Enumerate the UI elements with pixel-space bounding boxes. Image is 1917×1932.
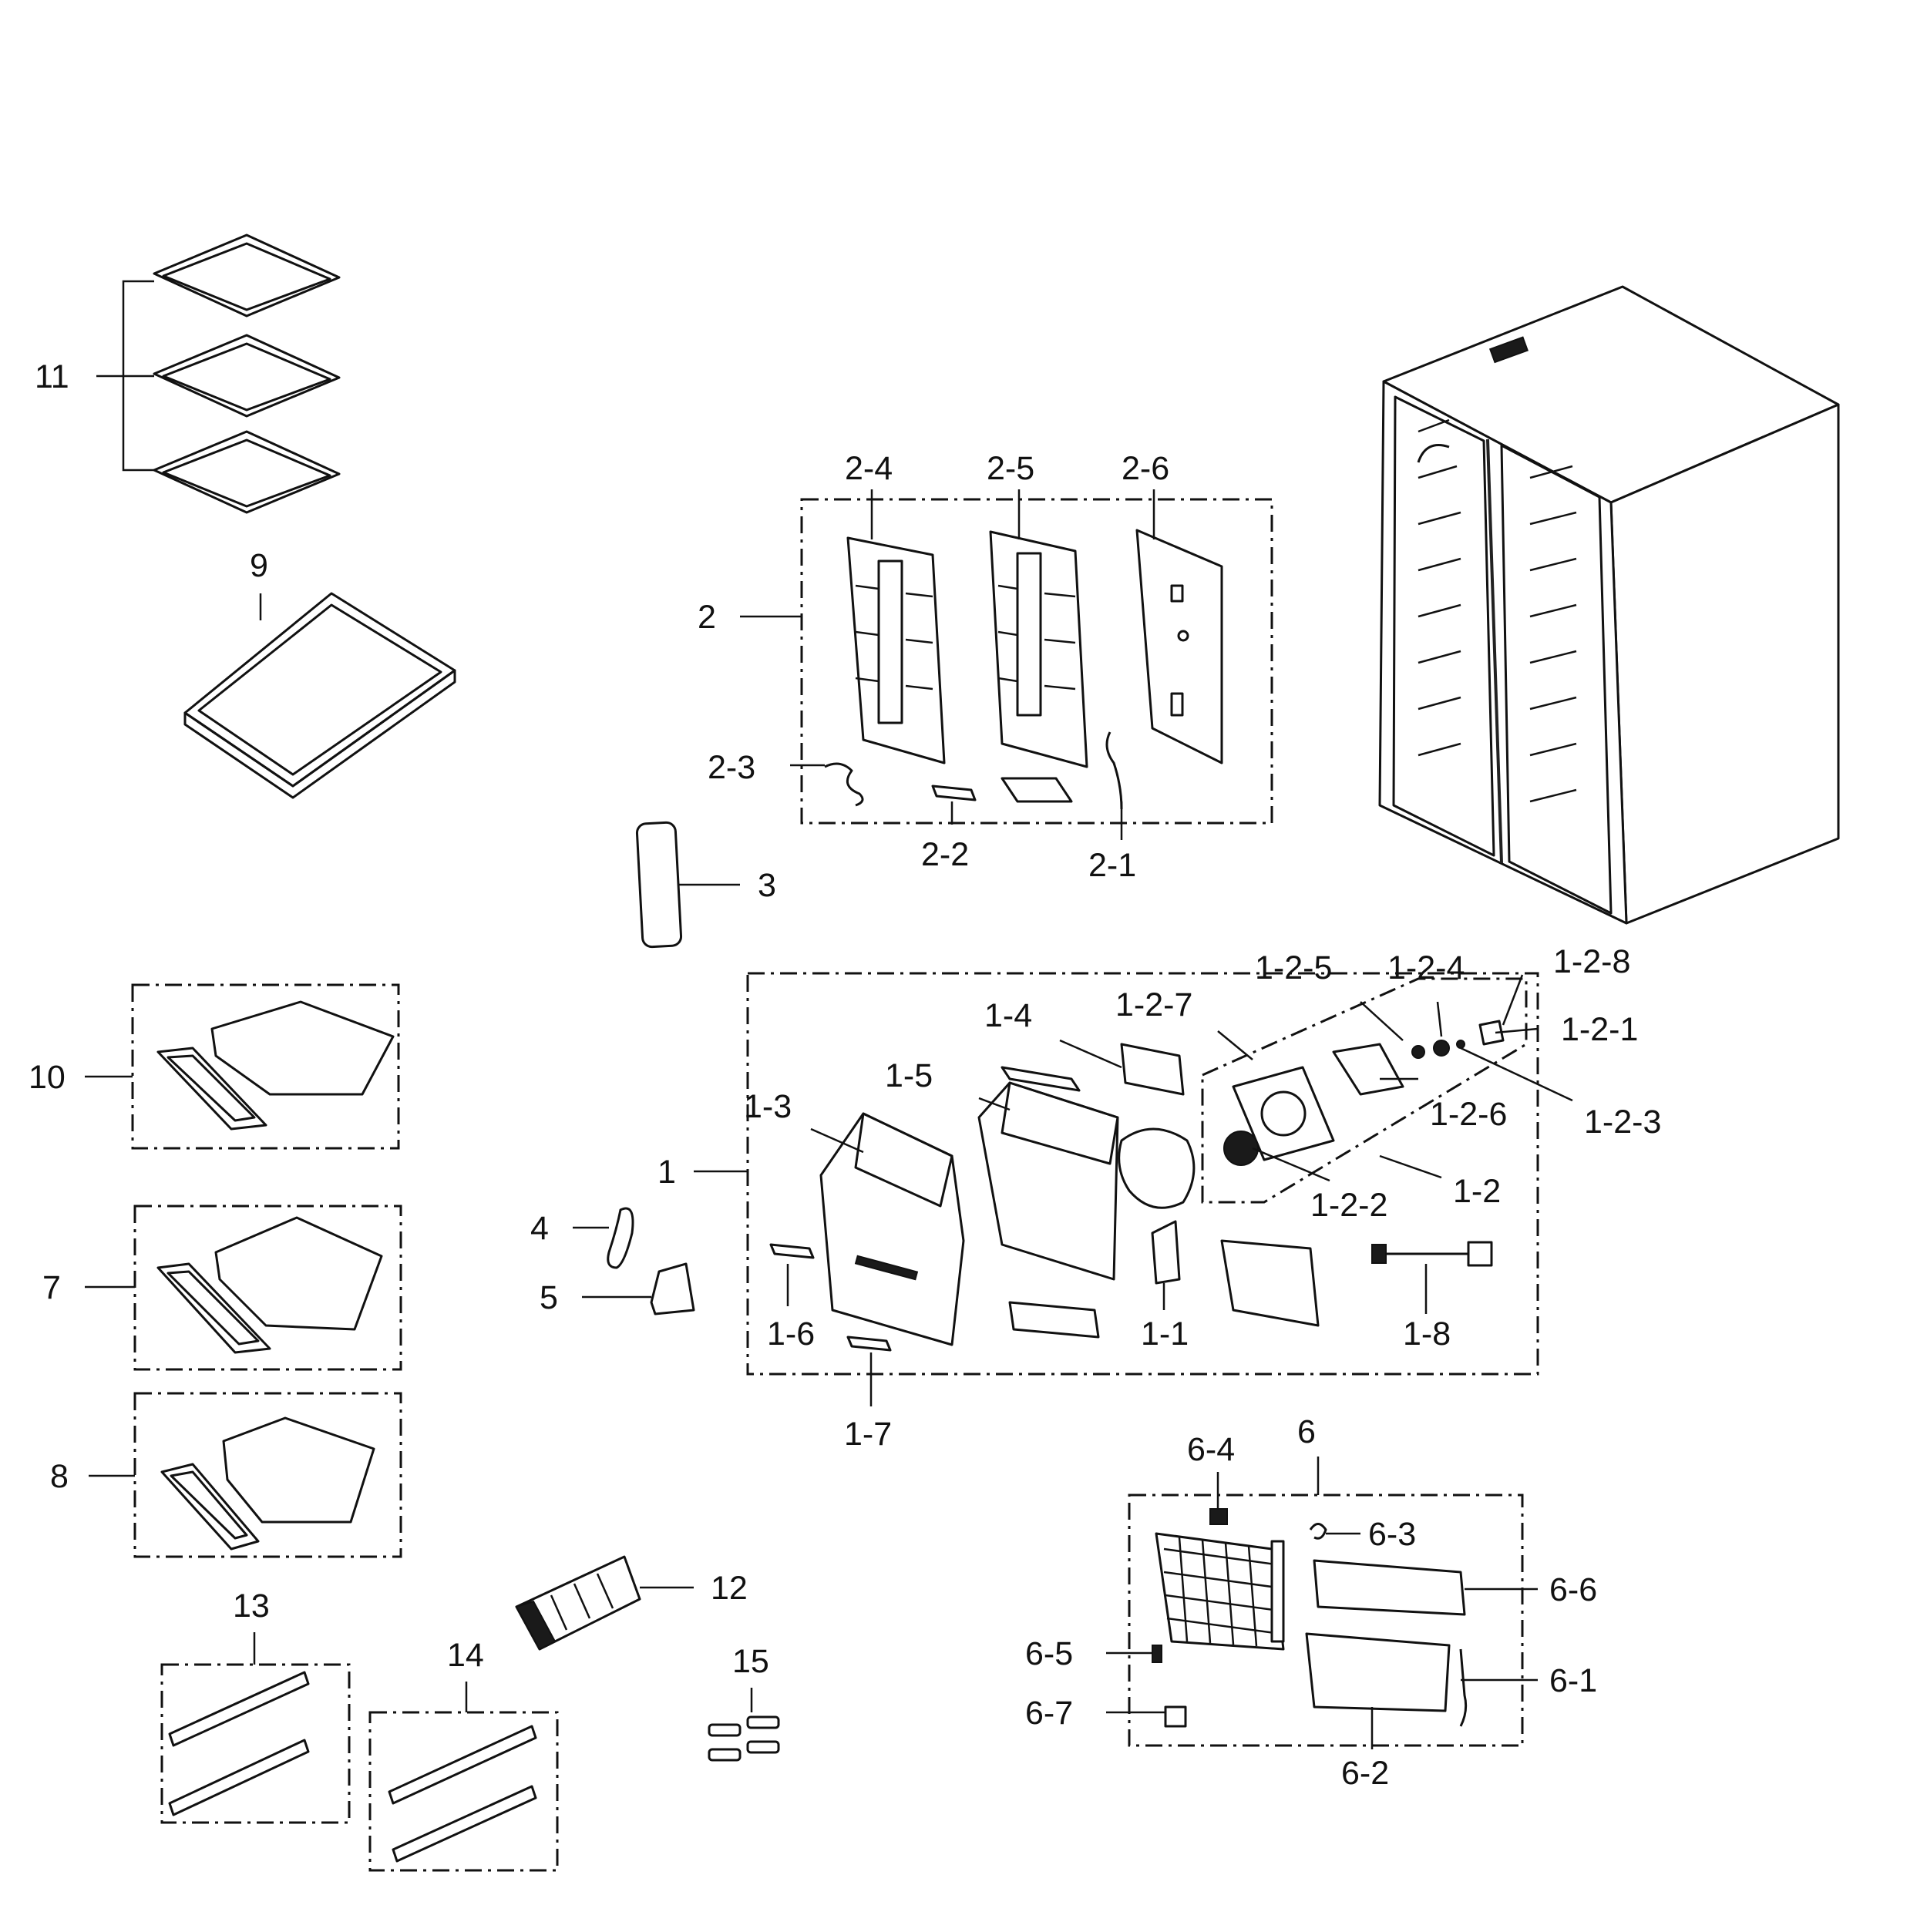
bracket-1-1 — [1151, 1220, 1181, 1285]
rail-13a — [168, 1671, 310, 1747]
fan-housing-1-5 — [977, 1081, 1119, 1281]
callout-1-2-1: 1-2-1 — [1561, 1011, 1638, 1048]
group-1-box — [746, 972, 1539, 1376]
callout-1-2-3: 1-2-3 — [1584, 1104, 1661, 1141]
clip-6-3 — [1309, 1523, 1327, 1540]
leaders-group-6 — [1106, 1457, 1538, 1749]
callout-1: 1 — [657, 1154, 676, 1191]
callout-2: 2 — [698, 599, 716, 636]
sensor-6-1 — [1459, 1648, 1468, 1727]
spacer-1-7 — [846, 1336, 892, 1352]
callout-2-3: 2-3 — [708, 749, 755, 786]
leaders-group-1 — [694, 974, 1573, 1406]
callout-1-2-6: 1-2-6 — [1430, 1096, 1507, 1133]
thermistor-2-1 — [1105, 731, 1123, 810]
cover-6-6 — [1313, 1559, 1466, 1616]
shelf-set — [153, 234, 341, 514]
evaporator-cover-1-3 — [819, 1112, 965, 1346]
group-1-2-box — [1201, 977, 1528, 1204]
refrigerator-cabinet — [1378, 285, 1840, 925]
screws-15 — [708, 1715, 780, 1762]
callout-6-3: 6-3 — [1368, 1516, 1416, 1553]
callout-14: 14 — [447, 1637, 484, 1674]
gasket-strip — [635, 821, 683, 949]
callout-2-4: 2-4 — [845, 450, 893, 487]
fuse-6-7 — [1164, 1705, 1187, 1728]
callout-2-6: 2-6 — [1122, 450, 1169, 487]
callout-6-6: 6-6 — [1549, 1571, 1597, 1608]
callout-3: 3 — [758, 867, 776, 904]
group-2-box — [800, 498, 1273, 825]
callout-6-4: 6-4 — [1187, 1431, 1235, 1468]
glass-shelf — [183, 592, 456, 799]
callout-10: 10 — [29, 1059, 66, 1096]
callout-2-1: 2-1 — [1088, 847, 1136, 884]
callout-1-5: 1-5 — [885, 1057, 933, 1094]
callout-6-1: 6-1 — [1549, 1662, 1597, 1699]
group-13-box — [160, 1663, 351, 1824]
callout-1-8: 1-8 — [1403, 1315, 1451, 1352]
fan-motor-cover — [1118, 1127, 1196, 1209]
callout-1-7: 1-7 — [844, 1416, 892, 1453]
callout-1-2-8: 1-2-8 — [1553, 943, 1630, 980]
leader-11 — [96, 280, 154, 472]
clip-6-5 — [1152, 1645, 1162, 1663]
callout-12: 12 — [711, 1570, 748, 1607]
callout-6-2: 6-2 — [1341, 1755, 1389, 1792]
shroud-1-4 — [1120, 1043, 1185, 1096]
sensor-wire-2-3 — [824, 762, 864, 807]
callout-11: 11 — [35, 358, 69, 395]
callout-1-3: 1-3 — [744, 1088, 792, 1125]
drawer-10 — [156, 1000, 395, 1131]
insulator — [1008, 1301, 1100, 1339]
callout-1-2-7: 1-2-7 — [1115, 986, 1192, 1023]
leaders-group-2 — [740, 489, 1155, 840]
callout-1-4: 1-4 — [984, 997, 1032, 1034]
seal-4 — [607, 1207, 634, 1269]
callout-15: 15 — [732, 1643, 769, 1680]
group-14-box — [368, 1711, 559, 1872]
rail-14b — [392, 1785, 537, 1863]
cap-5 — [650, 1262, 695, 1315]
insulation-panel — [1135, 529, 1223, 764]
evaporator-6 — [1155, 1508, 1285, 1651]
callout-1-2-4: 1-2-4 — [1387, 949, 1465, 986]
callout-1-2: 1-2 — [1453, 1173, 1501, 1210]
callout-6-5: 6-5 — [1025, 1635, 1073, 1672]
callout-1-1: 1-1 — [1141, 1315, 1189, 1352]
heater-6-2 — [1305, 1632, 1451, 1712]
duct-cover-middle — [989, 530, 1088, 803]
callout-13: 13 — [233, 1588, 270, 1625]
group-6-box — [1128, 1494, 1524, 1747]
rail-13b — [168, 1739, 310, 1816]
callout-1-2-5: 1-2-5 — [1255, 949, 1332, 986]
callout-8: 8 — [50, 1458, 69, 1495]
callout-1-2-2: 1-2-2 — [1310, 1187, 1387, 1224]
ice-maker-12 — [515, 1555, 641, 1651]
rail-14a — [388, 1725, 537, 1805]
callout-2-2: 2-2 — [921, 836, 969, 873]
callout-1-6: 1-6 — [767, 1315, 815, 1352]
spacer-1-6 — [769, 1243, 815, 1259]
duct-cover-left — [846, 536, 946, 764]
callout-9: 9 — [250, 547, 268, 584]
cover-plate — [1220, 1239, 1320, 1327]
fan-assembly-1-2 — [1223, 1020, 1505, 1166]
callout-6: 6 — [1297, 1413, 1316, 1450]
callout-2-5: 2-5 — [987, 450, 1034, 487]
drawer-7 — [156, 1216, 383, 1354]
callout-5: 5 — [540, 1279, 558, 1316]
drawer-8 — [160, 1416, 375, 1551]
group-10-box — [131, 983, 400, 1150]
small-cover-2-2 — [931, 785, 977, 801]
wire-harness-1-8 — [1371, 1241, 1493, 1267]
callout-6-7: 6-7 — [1025, 1695, 1073, 1732]
callout-4: 4 — [530, 1210, 549, 1247]
cover-1-4a — [1001, 1066, 1081, 1092]
callout-7: 7 — [42, 1269, 61, 1306]
